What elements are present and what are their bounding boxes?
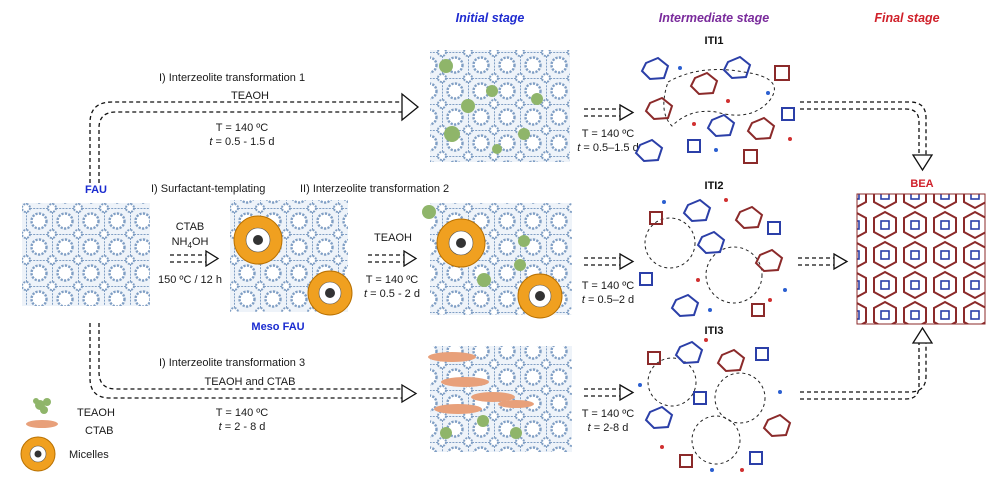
surf-reagent2: NH4OH	[172, 236, 209, 250]
route1-time: t = 0.5 - 1.5 d	[209, 136, 274, 148]
legend-teaoh-icon	[33, 398, 51, 414]
surf-reagent1: CTAB	[176, 221, 205, 233]
surf-arrowhead	[205, 249, 220, 268]
iti1-to-bea-arrow	[800, 101, 927, 157]
route1-inter-time: t = 0.5–1.5 d	[577, 142, 638, 154]
route2-time-var: t	[364, 288, 368, 300]
route3-inter-time-val: = 2-8 d	[591, 422, 629, 434]
legend-micelle-icon	[20, 436, 56, 472]
route1-arrow	[89, 101, 404, 183]
initial-to-iti3-arrow	[584, 383, 635, 402]
route2-time-val: = 0.5 - 2 d	[367, 288, 420, 300]
surf-title: I) Surfactant-templating	[151, 183, 265, 195]
iti3-to-bea-arrow	[800, 341, 927, 400]
route1-inter-time-val: = 0.5–1.5 d	[580, 142, 638, 154]
stage-intermediate-title: Intermediate stage	[659, 11, 770, 25]
meso-micelle-2	[307, 270, 353, 316]
legend-ctab-icon	[26, 420, 58, 428]
initial-to-iti1-arrow	[584, 103, 635, 122]
route1-title: I) Interzeolite transformation 1	[159, 72, 305, 84]
fau-framework	[22, 203, 150, 306]
route1-time-val: = 0.5 - 1.5 d	[212, 136, 274, 148]
surf-reagent2-main: NH	[172, 236, 188, 248]
route3-inter-time: t = 2-8 d	[588, 422, 629, 434]
route1-time-var: t	[209, 136, 213, 148]
route1-reagent: TEAOH	[231, 90, 269, 102]
surf-reagent2-sub: 4	[187, 241, 192, 250]
route3-temp: T = 140 ºC	[216, 407, 268, 419]
fau-label: FAU	[85, 184, 107, 196]
meso-fau-label: Meso FAU	[251, 321, 304, 333]
initial1-teaoh	[439, 59, 543, 154]
iti1-label: ITI1	[705, 35, 724, 47]
route2-arrowhead	[403, 249, 418, 268]
surf-cond: 150 ºC / 12 h	[158, 274, 222, 286]
iti1-cluster	[634, 55, 795, 164]
initial-micelle-1	[436, 218, 486, 268]
route3-inter-time-var: t	[588, 422, 592, 434]
route2-title: II) Interzeolite transformation 2	[300, 183, 449, 195]
iti2-to-bea-arrow	[798, 252, 849, 271]
iti3-to-bea-arrowhead	[911, 326, 934, 344]
route2-inter-time-var: t	[582, 294, 586, 306]
iti3-cluster	[638, 338, 792, 472]
route2-inter-time-val: = 0.5–2 d	[585, 294, 634, 306]
route3-arrowhead	[401, 383, 418, 404]
stage-initial-title: Initial stage	[456, 11, 525, 25]
route2-inter-time: t = 0.5–2 d	[582, 294, 634, 306]
route1-inter-time-var: t	[577, 142, 581, 154]
initial-to-iti2-arrow	[584, 252, 635, 271]
route2-temp: T = 140 ºC	[366, 274, 418, 286]
route1-arrowhead	[401, 92, 420, 122]
route1-temp: T = 140 ºC	[216, 122, 268, 134]
bea-label: BEA	[910, 178, 933, 190]
initial-framework-1	[430, 50, 570, 162]
route3-time-val: = 2 - 8 d	[222, 421, 266, 433]
iti3-label: ITI3	[705, 325, 724, 337]
route3-reagent: TEAOH and CTAB	[205, 376, 296, 388]
route2-inter-temp: T = 140 ºC	[582, 280, 634, 292]
initial-micelle-2	[517, 273, 563, 319]
route2-reagent: TEAOH	[374, 232, 412, 244]
iti2-label: ITI2	[705, 180, 724, 192]
surf-arrow	[170, 254, 208, 263]
route3-time: t = 2 - 8 d	[219, 421, 266, 433]
route3-time-var: t	[219, 421, 223, 433]
initial3-ctab	[428, 352, 534, 414]
iti1-to-bea-arrowhead	[911, 154, 934, 172]
iti2-cluster	[639, 198, 787, 318]
route3-arrow	[89, 323, 404, 399]
stage-final-title: Final stage	[874, 11, 939, 25]
legend-teaoh: TEAOH	[77, 407, 115, 419]
bea-framework	[856, 193, 986, 325]
initial2-teaoh	[422, 205, 530, 287]
route2-time: t = 0.5 - 2 d	[364, 288, 420, 300]
route2-arrow	[368, 254, 406, 263]
surf-reagent2-end: OH	[192, 236, 209, 248]
initial3-teaoh	[440, 415, 522, 439]
route3-title: I) Interzeolite transformation 3	[159, 357, 305, 369]
meso-micelle-1	[233, 215, 283, 265]
route1-inter-temp: T = 140 ºC	[582, 128, 634, 140]
legend-micelles: Micelles	[69, 449, 109, 461]
route3-inter-temp: T = 140 ºC	[582, 408, 634, 420]
legend-ctab: CTAB	[85, 425, 114, 437]
